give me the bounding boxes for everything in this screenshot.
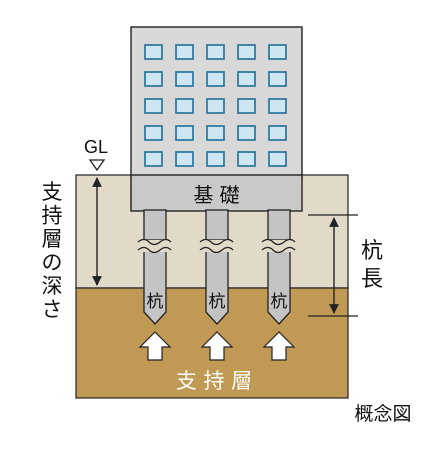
up-arrow-icon (138, 331, 172, 361)
pile-length-char: 杭 (361, 239, 383, 264)
piles: 杭杭杭 (137, 209, 296, 325)
support-depth-char: 支 (42, 180, 63, 204)
bearing-layer-label: 支 持 層 (176, 369, 252, 393)
window (237, 151, 256, 167)
pile-mark: 杭 (147, 292, 164, 312)
pile: 杭 (137, 209, 172, 325)
break-line (199, 246, 234, 254)
pile-mark: 杭 (209, 292, 226, 312)
window (144, 71, 163, 87)
window (206, 71, 225, 87)
up-arrow-icon (262, 331, 296, 361)
support-depth-char: 持 (42, 204, 63, 228)
window (144, 44, 163, 60)
ground-level-marker-icon (88, 159, 106, 172)
window (175, 151, 194, 167)
caption: 概念図 (354, 402, 411, 425)
window (144, 125, 163, 141)
pile-length-label: 杭長 (361, 239, 383, 292)
pile-length-char: 長 (361, 267, 383, 292)
support-depth-char: さ (42, 298, 63, 322)
building (130, 26, 303, 178)
window (144, 151, 163, 167)
window (206, 44, 225, 60)
break-line (199, 238, 234, 246)
window (175, 44, 194, 60)
window (206, 151, 225, 167)
window (175, 71, 194, 87)
support-depth-char: 層 (42, 227, 63, 251)
support-depth-char: 深 (42, 274, 63, 298)
support-depth-char: の (42, 251, 63, 275)
break-line (261, 246, 296, 254)
window (237, 44, 256, 60)
break-line (261, 238, 296, 246)
up-arrow-icon (200, 331, 234, 361)
window (268, 44, 287, 60)
window (175, 125, 194, 141)
window (268, 98, 287, 114)
pile-mark: 杭 (271, 292, 288, 312)
window (206, 125, 225, 141)
foundation-label: 基 礎 (193, 183, 239, 207)
window (237, 71, 256, 87)
building-windows (144, 44, 287, 167)
bearing-arrows (138, 331, 296, 361)
break-line (137, 246, 172, 254)
window (144, 98, 163, 114)
pile: 杭 (199, 209, 234, 325)
break-line (137, 238, 172, 246)
window (175, 98, 194, 114)
gl-label: GL (84, 137, 108, 157)
window (268, 71, 287, 87)
window (237, 98, 256, 114)
window (268, 151, 287, 167)
window (206, 98, 225, 114)
pile: 杭 (261, 209, 296, 325)
window (237, 125, 256, 141)
window (268, 125, 287, 141)
